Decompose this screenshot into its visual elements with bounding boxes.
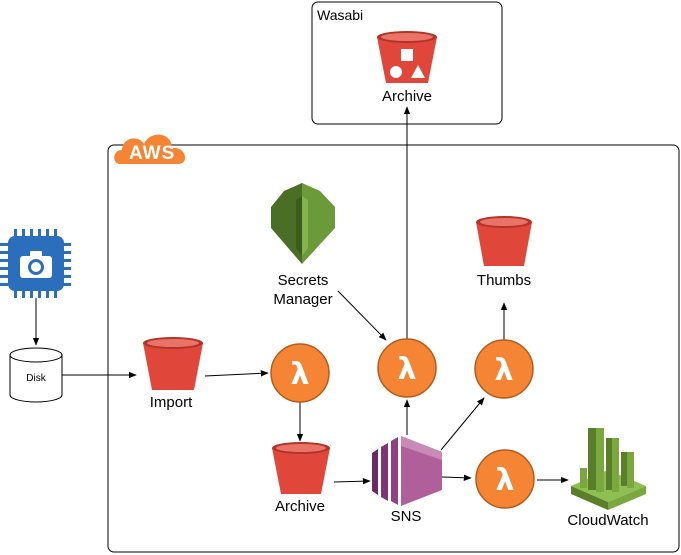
s3-bucket-icon [143, 337, 203, 390]
s3-bucket-icon [272, 442, 330, 494]
sns-node: SNS [372, 436, 442, 525]
edge-sns-to-lambda-thumbs [440, 397, 485, 451]
edge-secrets-to-lambda [337, 290, 387, 341]
wasabi-bucket-icon [377, 31, 437, 83]
lambda-cloudwatch-node: λ [475, 449, 535, 509]
wasabi-archive-node: Archive [377, 31, 437, 105]
svg-text:λ: λ [495, 353, 514, 388]
archive-bucket-node: Archive [272, 442, 330, 515]
lambda-icon: λ [475, 449, 535, 509]
aws-cloud-icon [114, 134, 186, 164]
svg-text:λ: λ [496, 463, 515, 498]
svg-text:λ: λ [398, 352, 417, 387]
thumbs-bucket-node: Thumbs [476, 216, 532, 289]
cloudwatch-label: CloudWatch [567, 512, 648, 529]
lambda-icon: λ [474, 339, 534, 399]
secrets-manager-label-line2: Manager [273, 291, 332, 308]
disk-node: Disk [9, 347, 63, 403]
secrets-manager-node: Secrets Manager [271, 183, 335, 308]
lambda-icon: λ [270, 343, 330, 403]
edge-archive-to-sns [333, 478, 371, 485]
aws-group-label: AWS [129, 143, 175, 164]
import-label: Import [150, 394, 193, 411]
disk-label: Disk [26, 373, 46, 384]
sns-icon [372, 436, 442, 506]
s3-bucket-icon [476, 216, 532, 266]
wasabi-archive-label: Archive [382, 88, 432, 105]
cloudwatch-node: CloudWatch [567, 428, 649, 529]
wasabi-group-label: Wasabi [317, 7, 363, 23]
lambda-archive-node: λ [377, 338, 437, 398]
import-bucket-node: Import [143, 337, 203, 411]
thumbs-label: Thumbs [477, 272, 531, 289]
edge-sns-to-lambda-cloudwatch [441, 474, 472, 481]
edge-import-to-lambda [204, 370, 269, 377]
lambda-import-node: λ [270, 343, 330, 403]
secrets-manager-label-line1: Secrets [278, 272, 329, 289]
aws-cloud-badge: AWS [114, 134, 186, 164]
secrets-manager-icon [271, 183, 335, 264]
lambda-thumbs-node: λ [474, 339, 534, 399]
lambda-icon: λ [377, 338, 437, 398]
sns-label: SNS [391, 508, 422, 525]
svg-text:λ: λ [291, 357, 310, 392]
cloudwatch-icon [571, 428, 646, 510]
archive-label: Archive [275, 498, 325, 515]
camera-chip-icon [0, 229, 71, 298]
edges [32, 106, 569, 485]
